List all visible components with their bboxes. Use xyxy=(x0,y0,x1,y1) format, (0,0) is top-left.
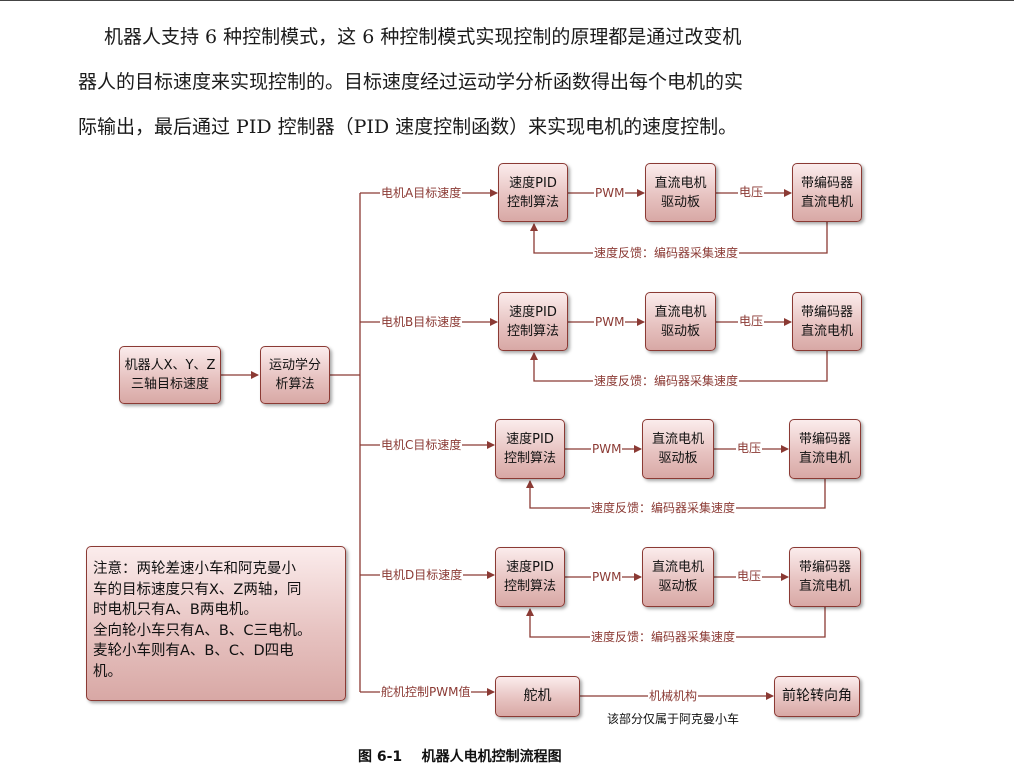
motor-d-encoder-motor-box: 带编码器 直流电机 xyxy=(789,547,861,607)
motor-c-feedback-label: 速度反馈：编码器采集速度 xyxy=(590,501,737,515)
motor-c-target-label: 电机C目标速度 xyxy=(380,438,463,452)
motor-d-target-label: 电机D目标速度 xyxy=(380,568,464,582)
motor-a-voltage-label: 电压 xyxy=(738,185,765,199)
note-line: 车的目标速度只有X、Z两轴，同 xyxy=(93,581,302,598)
motor-b-encoder-motor-box: 带编码器 直流电机 xyxy=(792,292,862,351)
paragraph-line-2: 器人的目标速度来实现控制的。目标速度经过运动学分析函数得出每个电机的实 xyxy=(78,71,744,93)
mechanism-label: 机械机构 xyxy=(648,689,699,703)
motor-a-target-label: 电机A目标速度 xyxy=(380,186,463,200)
motor-a-feedback-label: 速度反馈：编码器采集速度 xyxy=(593,246,740,260)
kinematics-analysis-box: 运动学分 析算法 xyxy=(260,346,330,404)
note-line: 时电机只有A、B两电机。 xyxy=(93,602,258,618)
note-line: 机。 xyxy=(93,663,122,680)
paragraph-line-3: 际输出，最后通过 PID 控制器（PID 速度控制函数）来实现电机的速度控制。 xyxy=(78,116,738,138)
motor-d-driver-box: 直流电机 驱动板 xyxy=(642,547,714,607)
figure-caption: 图 6-1 机器人电机控制流程图 xyxy=(358,749,562,765)
motor-c-pid-box: 速度PID 控制算法 xyxy=(495,419,565,479)
motor-d-voltage-label: 电压 xyxy=(736,569,763,583)
input-target-velocity-box: 机器人X、Y、Z 三轴目标速度 xyxy=(119,346,221,404)
page-top-rule xyxy=(0,0,1014,1)
motor-b-feedback-label: 速度反馈：编码器采集速度 xyxy=(593,374,740,388)
servo-pwm-label: 舵机控制PWM值 xyxy=(380,685,472,699)
motor-c-driver-box: 直流电机 驱动板 xyxy=(642,419,714,479)
motor-d-pwm-label: PWM xyxy=(591,570,623,584)
motor-b-pid-box: 速度PID 控制算法 xyxy=(498,292,568,351)
motor-b-pwm-label: PWM xyxy=(594,315,626,329)
note-box: 注意：两轮差速小车和阿克曼小 车的目标速度只有X、Z两轴，同 时电机只有A、B两… xyxy=(86,546,346,701)
motor-a-pwm-label: PWM xyxy=(594,186,626,200)
note-line: 注意：两轮差速小车和阿克曼小 xyxy=(93,561,296,577)
motor-b-driver-box: 直流电机 驱动板 xyxy=(645,292,716,351)
motor-d-pid-box: 速度PID 控制算法 xyxy=(495,547,565,607)
note-line: 麦轮小车则有A、B、C、D四电 xyxy=(93,643,294,659)
ackermann-only-note: 该部分仅属于阿克曼小车 xyxy=(607,712,740,726)
motor-b-voltage-label: 电压 xyxy=(738,314,765,328)
motor-a-driver-box: 直流电机 驱动板 xyxy=(645,163,716,222)
note-line: 全向轮小车只有A、B、C三电机。 xyxy=(93,622,312,639)
motor-d-feedback-label: 速度反馈：编码器采集速度 xyxy=(590,630,737,644)
motor-a-pid-box: 速度PID 控制算法 xyxy=(498,163,568,222)
paragraph-line-1: 机器人支持 6 种控制模式，这 6 种控制模式实现控制的原理都是通过改变机 xyxy=(104,26,742,48)
motor-c-encoder-motor-box: 带编码器 直流电机 xyxy=(789,419,861,479)
motor-a-encoder-motor-box: 带编码器 直流电机 xyxy=(792,163,862,222)
motor-b-target-label: 电机B目标速度 xyxy=(380,315,463,329)
front-wheel-steering-box: 前轮转向角 xyxy=(774,676,860,717)
motor-c-pwm-label: PWM xyxy=(591,442,623,456)
servo-box: 舵机 xyxy=(495,676,580,717)
motor-c-voltage-label: 电压 xyxy=(736,441,763,455)
